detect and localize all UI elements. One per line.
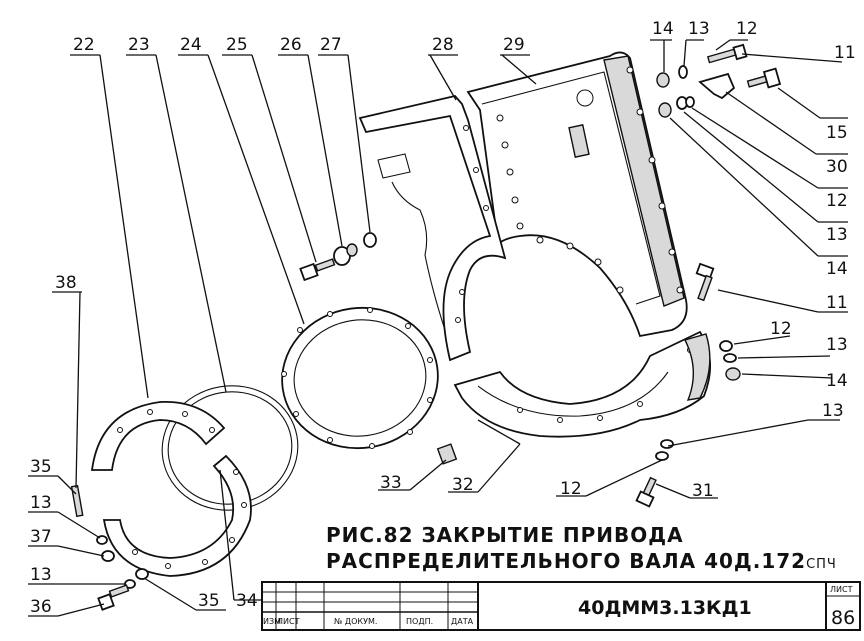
callout-13-top: 13 — [688, 19, 710, 39]
callout-29: 29 — [503, 35, 525, 55]
figure-caption-line-1: РИС.82 ЗАКРЫТИЕ ПРИВОДА — [326, 523, 684, 547]
callout-12-bottom: 12 — [560, 479, 582, 499]
callout-15: 15 — [826, 123, 848, 143]
callout-23: 23 — [128, 35, 150, 55]
callout-14-top: 14 — [652, 19, 674, 39]
title-block-list: ЛИСТ — [277, 617, 300, 626]
fastener-set-top-right — [656, 43, 782, 118]
title-block-data: ДАТА — [451, 617, 474, 626]
part-32-lower-housing — [453, 330, 712, 438]
sheet-number: 86 — [831, 607, 855, 629]
stud-33 — [436, 443, 458, 465]
document-code: 40ДММ3.13КД1 — [578, 597, 752, 619]
callout-31: 31 — [692, 481, 714, 501]
title-block-izm: ИЗМ — [263, 617, 281, 626]
nut-washer-stack-right — [719, 340, 741, 381]
title-block-doc-no: № ДОКУМ. — [334, 617, 377, 626]
part-24-gasket-ring — [281, 306, 439, 450]
title-block-podp: ПОДП. — [406, 617, 433, 626]
callout-14-lower: 14 — [826, 371, 848, 391]
callout-13-lower: 13 — [826, 335, 848, 355]
sheet-label: ЛИСТ — [830, 585, 853, 594]
callout-32: 32 — [452, 475, 474, 495]
callout-26: 26 — [280, 35, 302, 55]
bolt-31-and-washers — [635, 439, 674, 508]
callout-12-right: 12 — [826, 191, 848, 211]
callout-30: 30 — [826, 157, 848, 177]
callout-24: 24 — [180, 35, 202, 55]
figure-caption-line-2-main: РАСПРЕДЕЛИТЕЛЬНОГО ВАЛА 40Д.172 — [326, 549, 806, 573]
part-22-upper-flange-half — [90, 401, 226, 471]
callout-22: 22 — [73, 35, 95, 55]
callout-35-left: 35 — [30, 457, 52, 477]
callout-13-right: 13 — [826, 225, 848, 245]
title-block — [261, 581, 861, 631]
bolt-25-26-27-fasteners — [299, 232, 377, 282]
callout-36: 36 — [30, 597, 52, 617]
part-29-main-housing-cover — [466, 51, 688, 338]
figure-caption-suffix: СПЧ — [806, 557, 837, 572]
leader-lines — [28, 39, 848, 617]
callout-35-bottom: 35 — [198, 591, 220, 611]
callout-33: 33 — [380, 473, 402, 493]
callout-11-right: 11 — [826, 293, 848, 313]
callout-25: 25 — [226, 35, 248, 55]
callout-27: 27 — [320, 35, 342, 55]
callout-13-left-bottom: 13 — [30, 565, 52, 585]
callout-28: 28 — [432, 35, 454, 55]
callout-13-bottom: 13 — [822, 401, 844, 421]
figure-caption-line-2: РАСПРЕДЕЛИТЕЛЬНОГО ВАЛА 40Д.172СПЧ — [326, 549, 837, 573]
part-34-lower-flange-half — [102, 454, 252, 577]
callout-38: 38 — [55, 273, 77, 293]
callout-12-lower: 12 — [770, 319, 792, 339]
part-28-bracket-frame — [358, 95, 507, 362]
callout-34: 34 — [236, 591, 258, 611]
callout-11-top: 11 — [834, 43, 856, 63]
callout-12-top: 12 — [736, 19, 758, 39]
bolt-11-right — [695, 262, 715, 302]
left-fasteners-35-36-37 — [70, 484, 149, 611]
callout-13-left-top: 13 — [30, 493, 52, 513]
callout-37: 37 — [30, 527, 52, 547]
callout-14-right: 14 — [826, 259, 848, 279]
